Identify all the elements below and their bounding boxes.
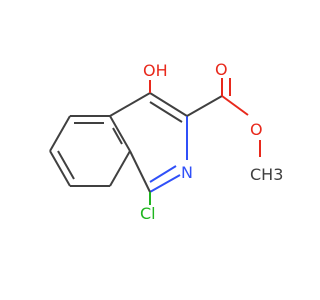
- chloro-group: Cl: [140, 192, 156, 223]
- methyl-label: CH3: [250, 165, 283, 184]
- hydroxyl-label: OH: [143, 61, 168, 80]
- hydroxyl-group: OH: [143, 61, 168, 93]
- pyridine-ring: [109, 92, 188, 193]
- ester-oxygen-label: O: [250, 120, 263, 139]
- carbonyl-oxygen-label: O: [215, 60, 228, 79]
- ester-group: O O CH3: [186, 60, 283, 184]
- molecule-structure: OH O O CH3 N Cl: [49, 60, 283, 223]
- benzene-ring: [49, 115, 110, 187]
- nitrogen-label: N: [181, 163, 193, 182]
- chlorine-label: Cl: [140, 204, 156, 223]
